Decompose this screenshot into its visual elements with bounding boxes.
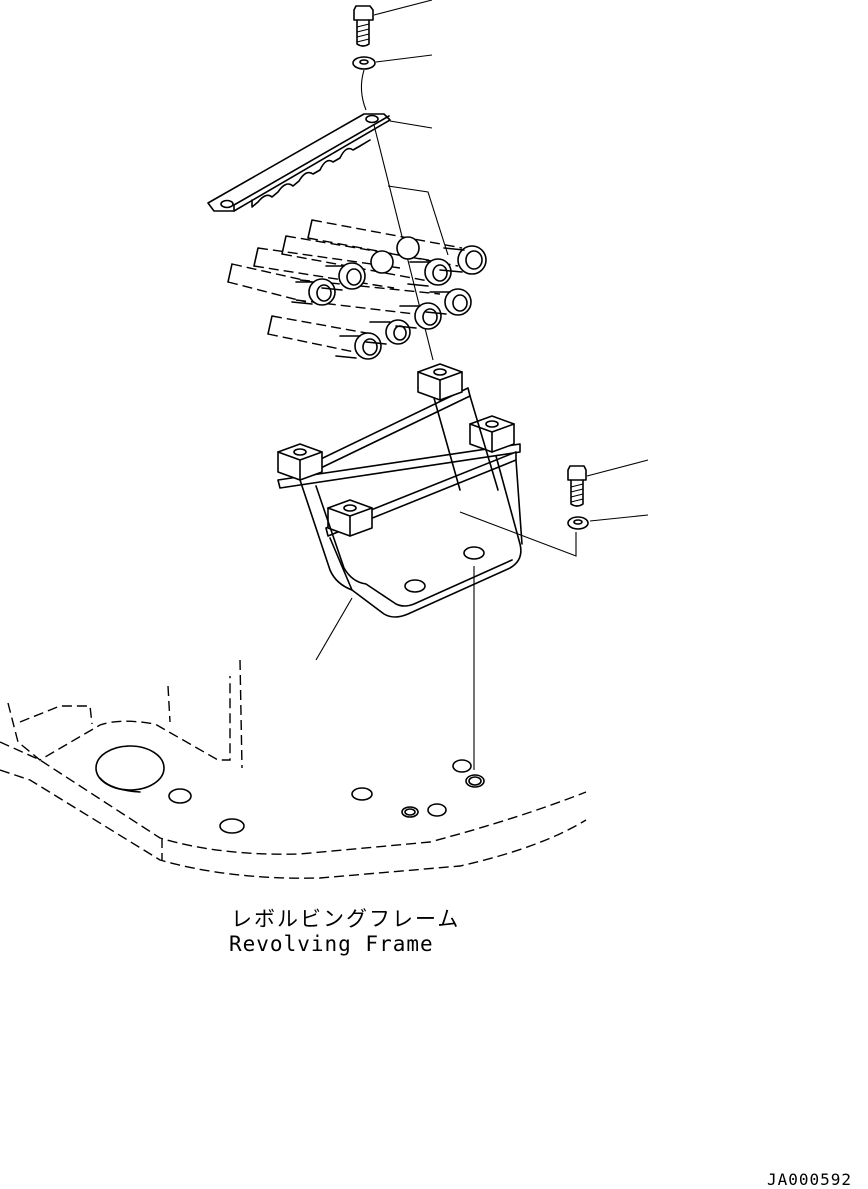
hydraulic-hoses — [227, 219, 487, 360]
revolving-frame — [0, 659, 587, 879]
top-bolt — [353, 0, 433, 47]
part-label-english: Revolving Frame — [229, 932, 434, 956]
hose-leader-line — [387, 185, 449, 256]
drawing-number: JA000592 — [767, 1170, 853, 1189]
part-label-japanese: レボルビングフレーム — [231, 907, 461, 931]
side-washer — [567, 514, 649, 530]
top-washer — [352, 54, 433, 111]
side-bolt — [567, 459, 649, 507]
hose-bracket — [277, 363, 577, 770]
